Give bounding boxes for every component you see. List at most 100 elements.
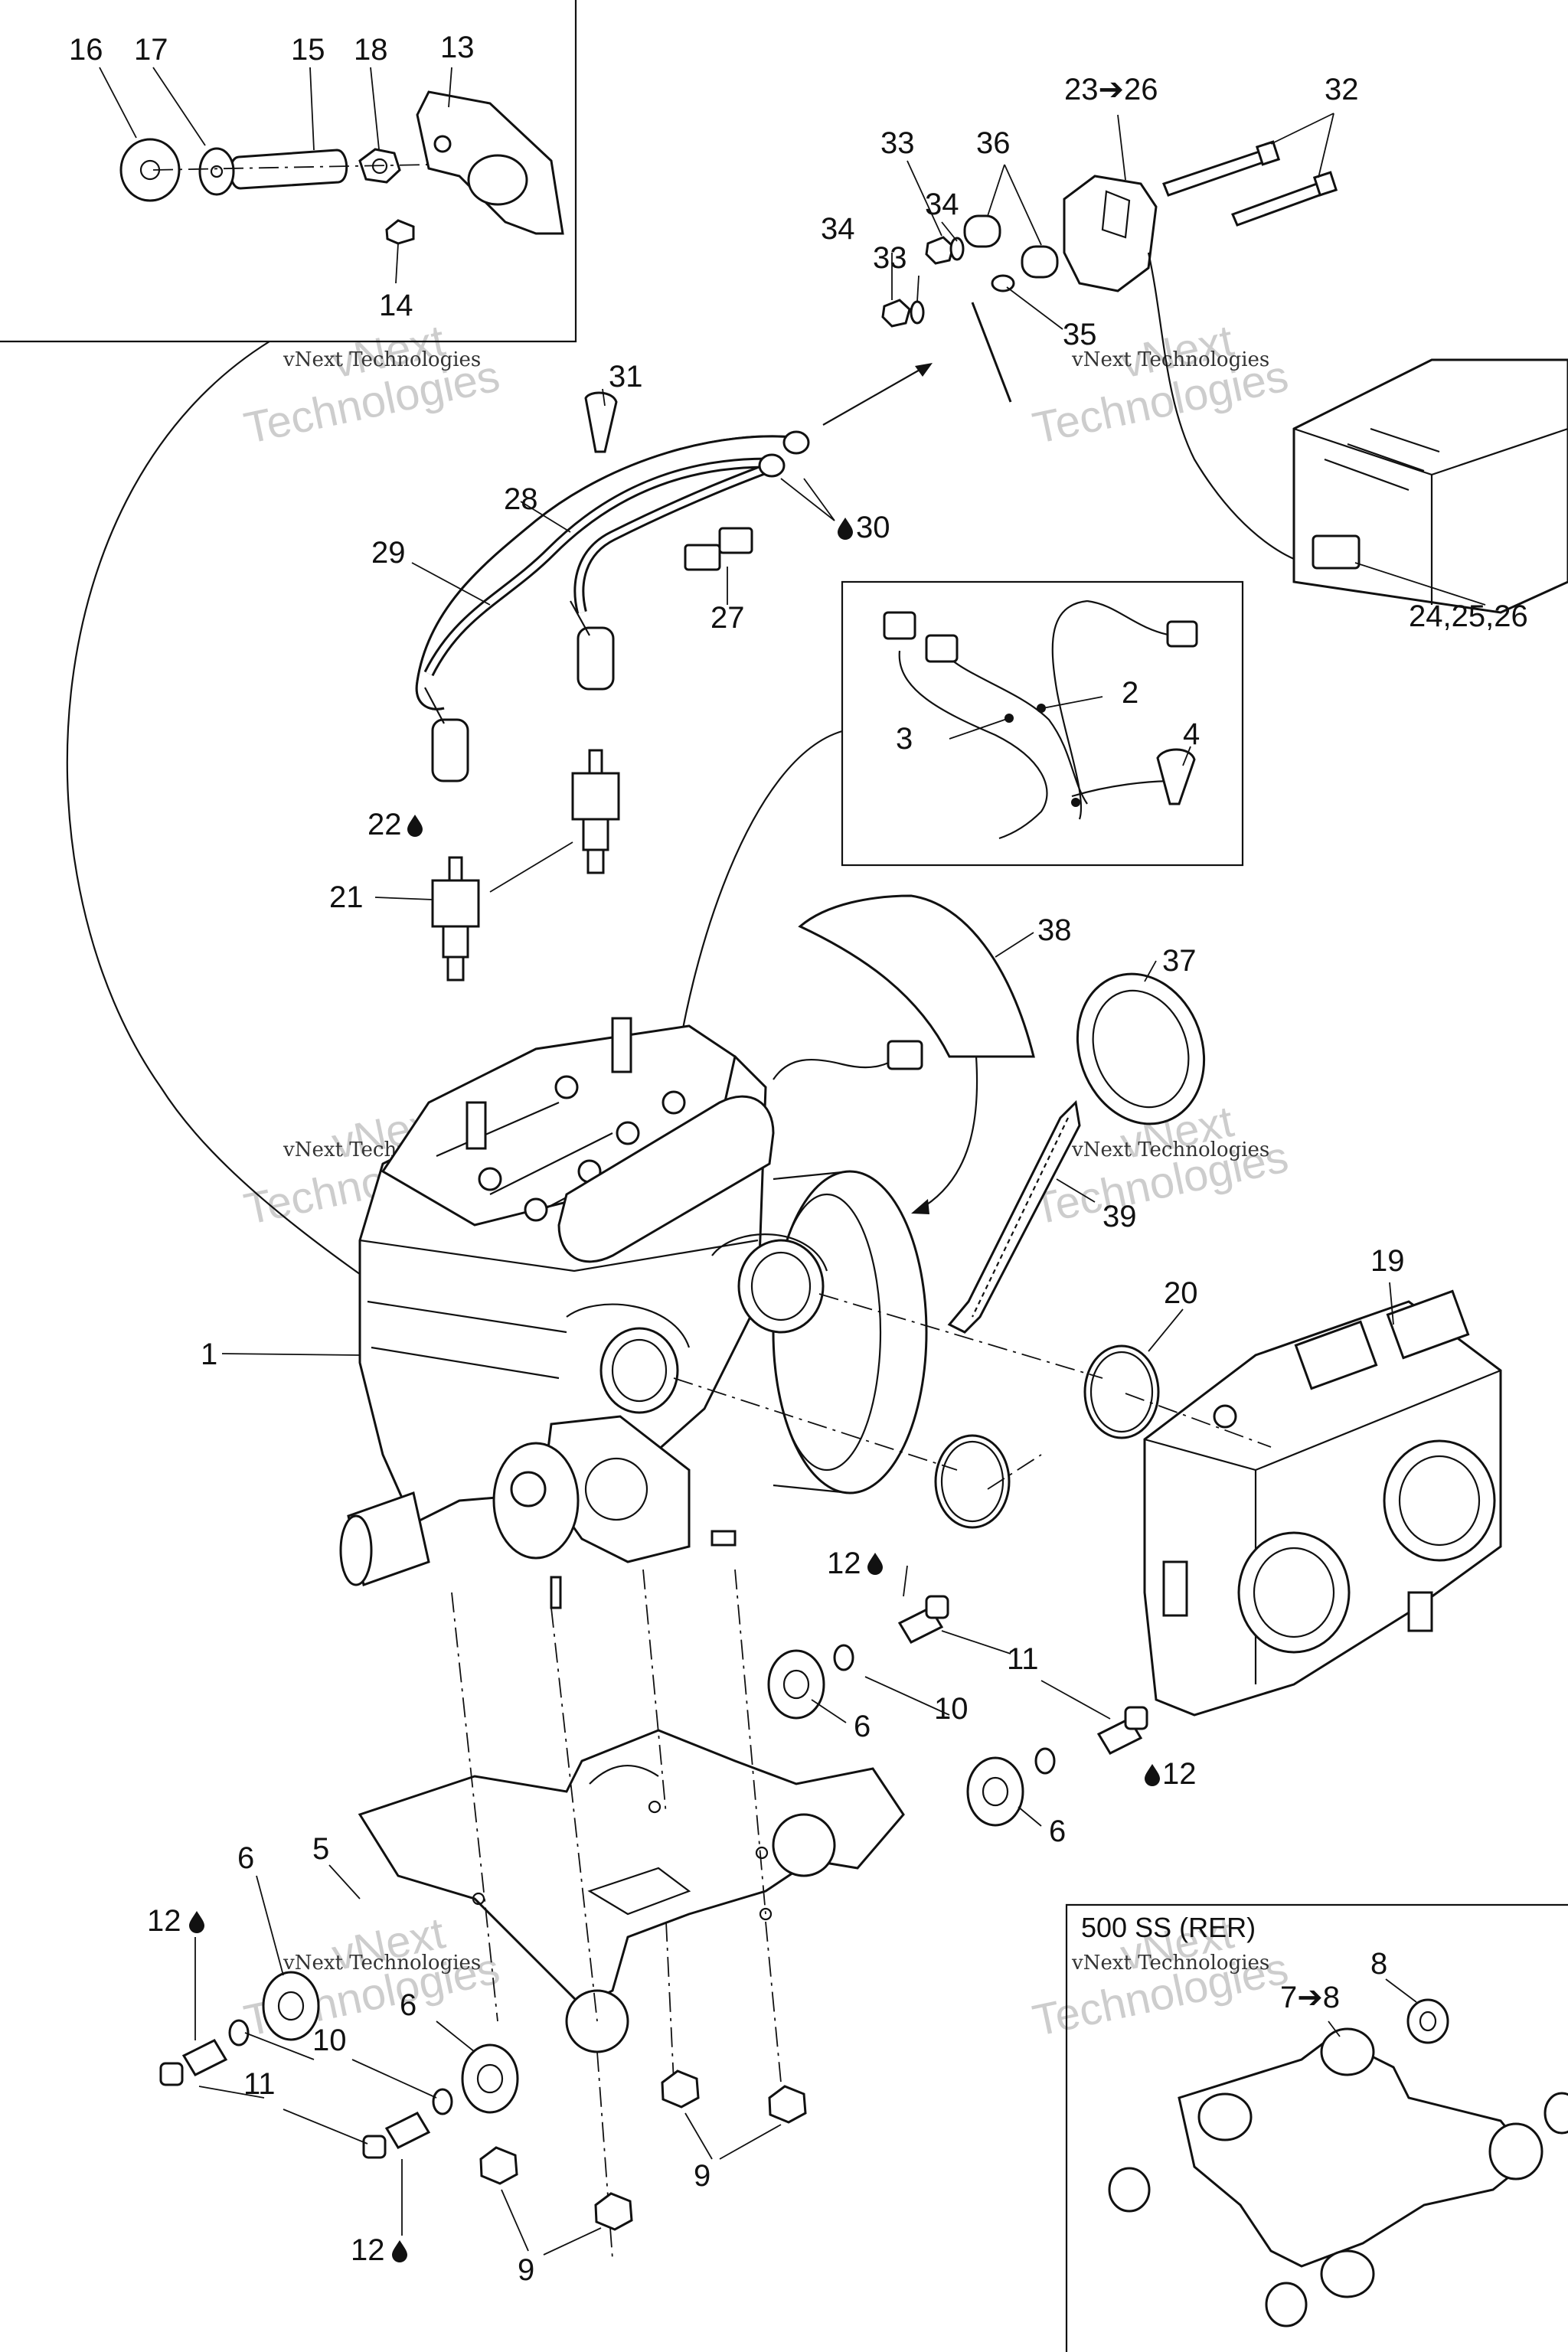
bolt [384, 2112, 431, 2149]
callout-36: 36 [976, 126, 1011, 160]
spark-plug [571, 772, 620, 821]
callout-1: 1 [201, 1338, 217, 1371]
callout-17: 17 [134, 33, 168, 67]
rubber-mount [1108, 2167, 1151, 2213]
callout-4: 4 [1183, 717, 1200, 751]
rubber-mount [1406, 1998, 1449, 2044]
starter-cover [798, 894, 1035, 1058]
callout-22: 22 [368, 808, 402, 841]
callout-27: 27 [710, 601, 745, 635]
sleeve [229, 149, 348, 190]
recoil-starter [798, 894, 1206, 1334]
callout-18: 18 [354, 33, 388, 67]
callout-5: 5 [312, 1832, 329, 1866]
callout-6b: 6 [1049, 1815, 1066, 1848]
carb-bore [1383, 1439, 1496, 1562]
watermark-small: vNext Technologies [1071, 348, 1269, 371]
callout-30-group: 30 [838, 511, 890, 544]
callout-14: 14 [379, 289, 413, 322]
inset-mount-bracket [0, 0, 577, 343]
callout-24-26: 24,25,26 [1409, 599, 1528, 633]
drop-icon [189, 1911, 204, 1933]
recoil-rope-spring [947, 1099, 1081, 1334]
callout-30: 30 [856, 511, 890, 544]
washer [198, 147, 235, 196]
spacer [963, 214, 1001, 248]
callout-9a: 9 [694, 2159, 710, 2193]
callout-33a: 33 [880, 126, 915, 160]
callout-22-group: 22 [368, 808, 423, 841]
o-ring [991, 274, 1015, 292]
callout-11b: 11 [243, 2067, 276, 2101]
lock-nut [594, 2192, 633, 2231]
callout-7-8: 7➔8 [1280, 1981, 1340, 2014]
washer [228, 2019, 250, 2047]
carburetor-assembly [673, 1282, 1502, 1717]
callout-12c: 12 [147, 1904, 181, 1938]
drop-icon [1145, 1764, 1160, 1786]
hose-clamp [934, 1434, 1011, 1529]
callout-21: 21 [329, 880, 364, 914]
callout-19: 19 [1370, 1244, 1405, 1278]
callout-35: 35 [1063, 318, 1097, 351]
callout-23-26: 23➔26 [1064, 73, 1158, 106]
washer [1034, 1747, 1056, 1775]
drop-icon [392, 2240, 407, 2262]
ignition-coil [1063, 175, 1158, 292]
callout-8: 8 [1370, 1947, 1387, 1981]
rubber-mount [1265, 2282, 1308, 2328]
harness-connector [925, 634, 959, 663]
rubber-mount [767, 1649, 825, 1720]
rubber-mount [262, 1971, 320, 2041]
long-bolt [1162, 150, 1265, 197]
rubber-mount [966, 1756, 1024, 1827]
callout-12c-group: 12 [147, 1904, 204, 1938]
callout-33b: 33 [873, 241, 907, 275]
drop-icon [838, 518, 853, 540]
callout-10a: 10 [934, 1692, 969, 1726]
callout-12a: 12 [827, 1547, 861, 1580]
rubber-mount [1544, 2092, 1568, 2135]
engine-connector [887, 1040, 923, 1070]
callout-12b-group: 12 [1145, 1757, 1197, 1791]
callout-31: 31 [609, 360, 643, 394]
bolt [181, 2039, 228, 2076]
ignition-coil-assembly [881, 113, 1568, 614]
callout-16: 16 [69, 33, 103, 67]
callout-15: 15 [291, 33, 325, 67]
spark-plug [431, 879, 480, 928]
callout-12a-group: 12 [827, 1547, 883, 1580]
watermark-small: vNext Technologies [283, 1952, 481, 1975]
mount-plate [358, 1729, 905, 2007]
callout-6a: 6 [854, 1710, 871, 1743]
nut [925, 236, 955, 265]
lock-nut [479, 2146, 518, 2185]
callout-12b: 12 [1162, 1757, 1197, 1791]
rubber-bushing [119, 138, 181, 202]
watermark-small: vNext Technologies [1071, 1952, 1269, 1975]
callout-29: 29 [371, 536, 406, 570]
harness-connector [1166, 620, 1198, 648]
callout-34a: 34 [925, 188, 959, 221]
carb-bore [1237, 1531, 1351, 1654]
lock-washer [949, 237, 965, 261]
drop-icon [867, 1553, 883, 1575]
callout-39: 39 [1102, 1200, 1137, 1233]
bracket-hole [467, 154, 528, 206]
inset-model-label: 500 SS (RER) [1081, 1912, 1256, 1943]
nut [881, 299, 911, 328]
ecu-connector [1312, 534, 1361, 570]
plug-cap [577, 626, 615, 691]
hose-clamp [1083, 1344, 1160, 1439]
washer [833, 1644, 854, 1671]
wire-clip [584, 391, 618, 453]
rubber-mount [461, 2043, 519, 2114]
callout-6d: 6 [400, 1988, 416, 2022]
callout-13: 13 [440, 31, 475, 64]
watermark-small: vNext Technologies [283, 348, 481, 371]
callout-12d-group: 12 [351, 2233, 407, 2267]
mount-tube [772, 1813, 836, 1877]
callout-labels: 16 17 15 18 13 14 23➔26 32 33 36 34 34 3… [69, 31, 1528, 2287]
watermark-small: vNext Technologies [1071, 1138, 1269, 1161]
